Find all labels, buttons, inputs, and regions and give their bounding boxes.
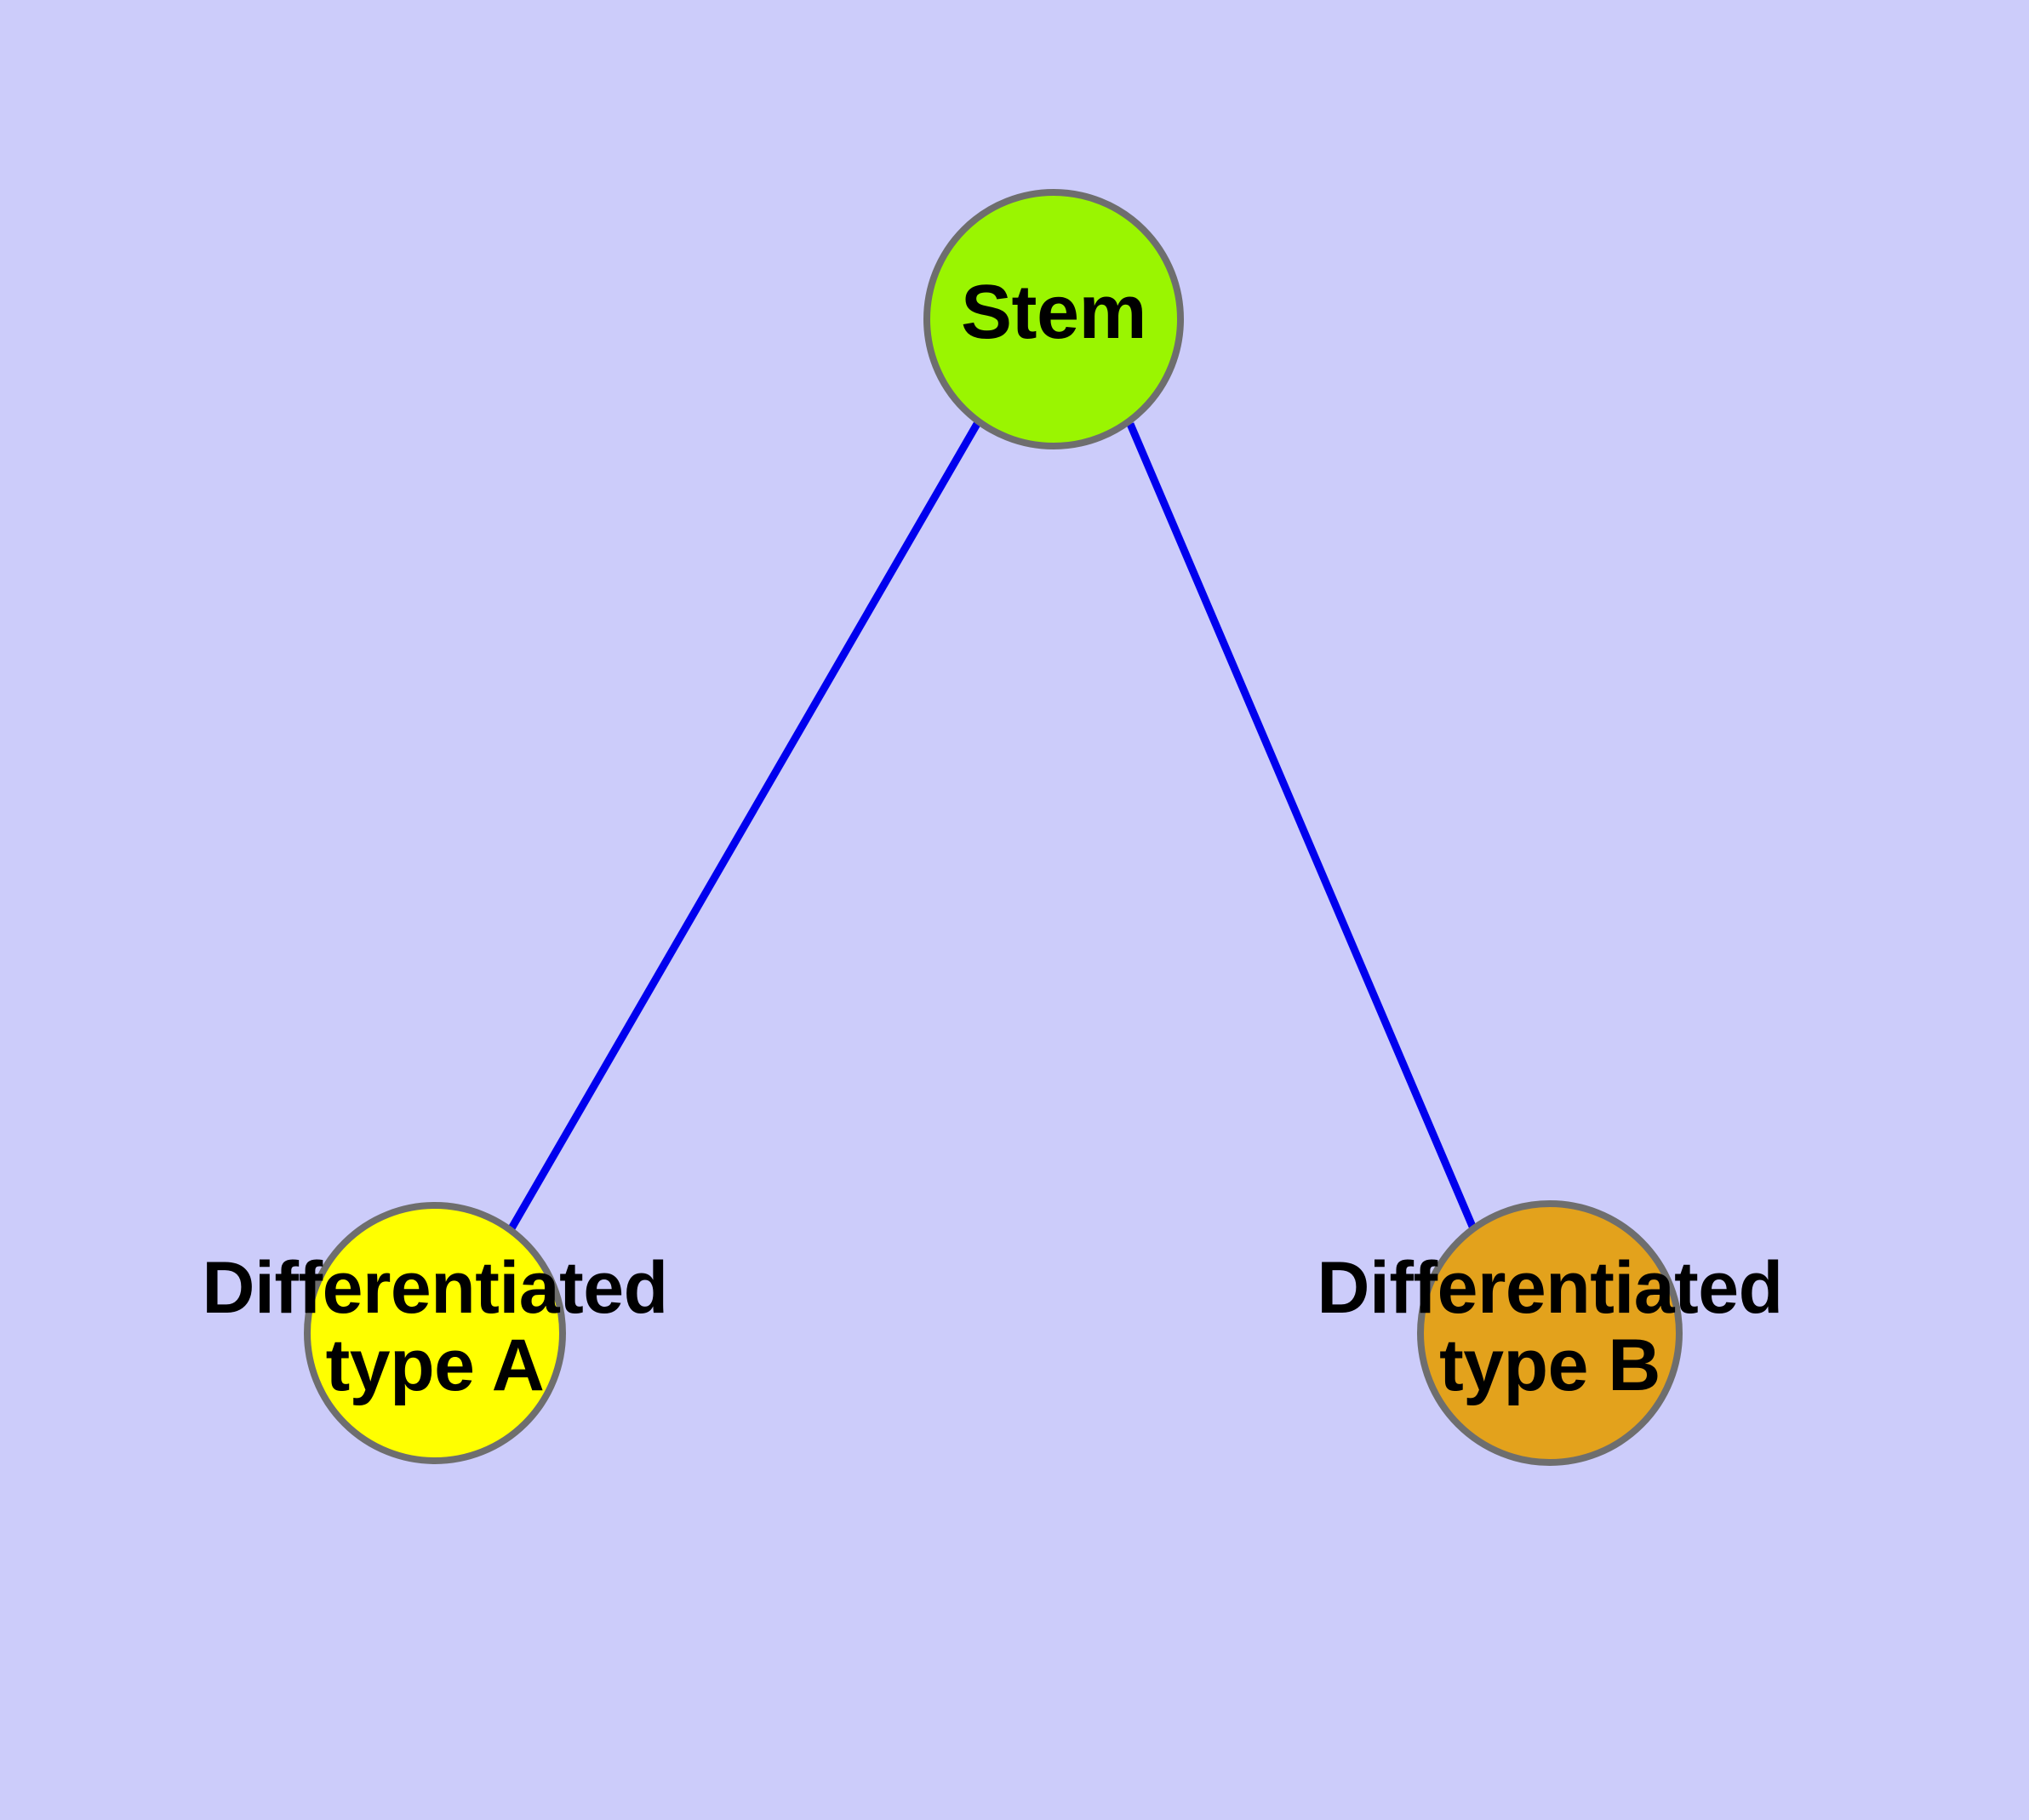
- node-stem[interactable]: [923, 189, 1184, 449]
- node-differentiated-type-b[interactable]: [1417, 1200, 1683, 1466]
- edge-stem-type_a: [508, 421, 980, 1231]
- edge-stem-type_b: [1126, 422, 1477, 1230]
- node-differentiated-type-a[interactable]: [304, 1202, 566, 1464]
